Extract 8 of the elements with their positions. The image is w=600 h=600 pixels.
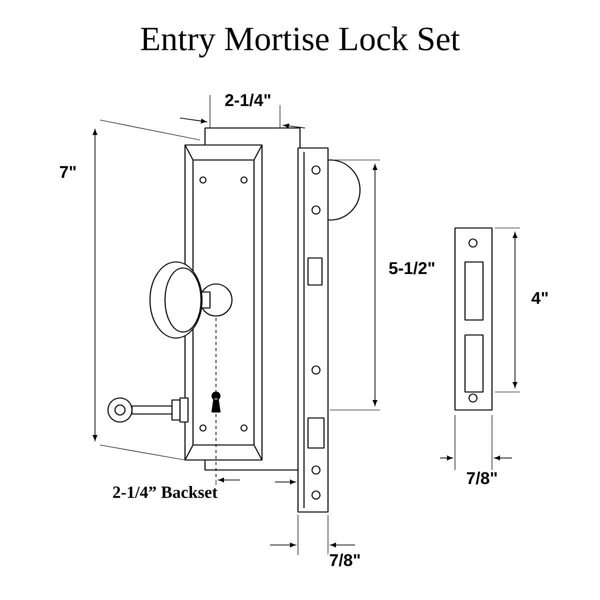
dimension-label: 7/8" [328,552,362,568]
dimension-label: 2-1/4" [224,92,272,108]
dimension-label: 4" [530,291,550,305]
dimension-label: 7/8" [465,470,499,486]
dimension-label: 2-1/4” Backset [111,485,219,499]
title: Entry Mortise Lock Set [140,26,460,58]
dimension-label: 7" [58,165,78,179]
dimension-label: 5-1/2" [388,260,436,276]
